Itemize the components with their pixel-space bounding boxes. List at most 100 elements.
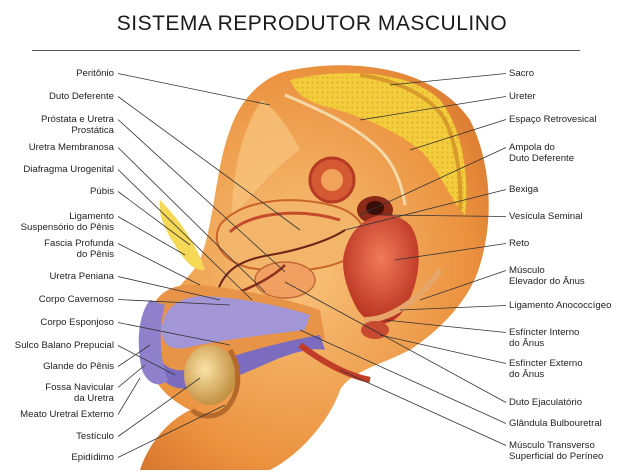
label-corpo-cavernoso-line: Corpo Cavernoso xyxy=(38,294,114,305)
perineal-muscle xyxy=(298,342,371,383)
label-pubis-line: Púbis xyxy=(90,186,114,197)
label-musculo-transverso-line: Músculo Transverso xyxy=(509,440,595,451)
label-fascia-profunda-line: Fascia Profunda xyxy=(44,238,114,249)
leader-corpo-cavernoso xyxy=(117,299,231,306)
label-fossa-navicular-line: da Uretra xyxy=(74,393,114,404)
leader-uretra-membranosa xyxy=(117,147,266,293)
leader-esfincter-externo xyxy=(379,334,507,364)
corpus-cavernosum xyxy=(162,296,310,349)
leader-uretra-peniana xyxy=(117,276,221,301)
label-musculo-elevador-line: Músculo xyxy=(509,265,545,276)
label-vesicula-seminal-line: Vesícula Seminal xyxy=(509,211,583,222)
sacrum-bone xyxy=(290,73,467,215)
leader-esfincter-interno xyxy=(384,319,507,333)
title-divider xyxy=(32,50,580,51)
label-esfincter-interno-line: Esfíncter Interno xyxy=(509,327,580,338)
leader-ampola xyxy=(359,147,507,216)
sacrum-cortex xyxy=(359,73,463,211)
label-ureter: Ureter xyxy=(509,91,536,102)
label-testiculo-line: Testículo xyxy=(76,431,114,442)
leader-peritonio xyxy=(117,73,271,106)
label-sacro-line: Sacro xyxy=(509,68,535,79)
leader-diafragma-urogenital xyxy=(117,169,253,301)
label-ligamento-suspensorio-line: Ligamento xyxy=(69,211,114,222)
testis xyxy=(184,345,236,405)
leader-espaco-retrovesical xyxy=(409,119,507,151)
label-glande: Glande do Pênis xyxy=(43,361,114,372)
label-esfincter-externo-line: Esfíncter Externo xyxy=(509,358,583,369)
leader-glande xyxy=(117,344,151,367)
label-musculo-elevador-line: Elevador do Ânus xyxy=(509,276,585,287)
label-uretra-peniana: Uretra Peniana xyxy=(49,271,114,282)
leader-glandula-bulbouretral xyxy=(299,329,507,424)
label-prostata-line: Próstata e Uretra xyxy=(40,114,114,125)
leader-musculo-elevador xyxy=(419,270,507,301)
leader-epididimo xyxy=(117,404,226,458)
label-esfincter-externo-line: do Ânus xyxy=(509,369,545,380)
label-epididimo: Epidídimo xyxy=(71,452,114,463)
page-title: SISTEMA REPRODUTOR MASCULINO xyxy=(116,12,508,35)
prostate xyxy=(254,261,316,299)
label-corpo-esponjoso-line: Corpo Esponjoso xyxy=(40,317,114,328)
leader-duto-ejaculatorio xyxy=(284,281,507,403)
label-espaco-retrovesical-line: Espaço Retrovesical xyxy=(509,114,597,125)
label-reto: Reto xyxy=(509,238,529,249)
leader-bexiga xyxy=(344,189,507,231)
label-diafragma-urogenital-line: Diafragma Urogenital xyxy=(23,164,114,175)
leader-prostata xyxy=(117,119,286,273)
label-meato-uretral: Meato Uretral Externo xyxy=(20,409,114,420)
leader-testiculo xyxy=(117,377,201,437)
leader-corpo-esponjoso xyxy=(117,322,231,346)
label-duto-ejaculatorio-line: Duto Ejaculatório xyxy=(509,397,583,408)
leader-fossa-navicular xyxy=(117,364,146,388)
peritoneum-line xyxy=(284,93,407,206)
leader-lines xyxy=(117,73,507,458)
glans xyxy=(138,300,168,385)
label-uretra-membranosa: Uretra Membranosa xyxy=(29,142,114,153)
label-esfincter-interno-line: do Ânus xyxy=(509,338,545,349)
label-bexiga: Bexiga xyxy=(509,184,538,195)
label-peritonio-line: Peritônio xyxy=(76,68,114,79)
label-ligamento-anococcigeo-line: Ligamento Anococcígeo xyxy=(509,300,612,311)
label-fascia-profunda-line: do Pênis xyxy=(76,249,114,260)
label-ligamento-anococcigeo: Ligamento Anococcígeo xyxy=(509,300,611,311)
label-duto-deferente-line: Duto Deferente xyxy=(48,91,114,102)
leader-sulco-balano xyxy=(117,345,176,376)
label-sacro: Sacro xyxy=(509,68,534,79)
leader-ligamento-suspensorio xyxy=(117,216,186,256)
label-corpo-esponjoso: Corpo Esponjoso xyxy=(40,317,114,328)
leader-vesicula-seminal xyxy=(379,214,507,217)
label-epididimo-line: Epidídimo xyxy=(71,452,114,463)
label-peritonio: Peritônio xyxy=(76,68,114,79)
label-reto-line: Reto xyxy=(509,238,530,249)
label-uretra-peniana-line: Uretra Peniana xyxy=(49,271,114,282)
label-corpo-cavernoso: Corpo Cavernoso xyxy=(39,294,114,305)
bladder-wall xyxy=(228,211,341,234)
label-duto-deferente: Duto Deferente xyxy=(49,91,114,102)
label-testiculo: Testículo xyxy=(76,431,114,442)
label-ampola-line: Ampola do xyxy=(509,142,555,153)
leader-meato-uretral xyxy=(117,377,141,415)
leader-pubis xyxy=(117,191,191,246)
leader-musculo-transverso xyxy=(339,369,507,446)
levator-ani xyxy=(364,268,443,323)
bladder xyxy=(215,199,366,272)
leader-reto xyxy=(394,243,507,261)
label-duto-ejaculatorio: Duto Ejaculatório xyxy=(509,397,582,408)
label-bexiga-line: Bexiga xyxy=(509,184,539,195)
leader-fascia-profunda xyxy=(117,243,201,286)
label-diafragma-urogenital: Diafragma Urogenital xyxy=(23,164,114,175)
abdominal-wall xyxy=(232,100,300,215)
label-musculo-transverso-line: Superficial do Períneo xyxy=(509,451,604,462)
leader-duto-deferente xyxy=(117,96,301,231)
label-fossa-navicular-line: Fossa Navicular xyxy=(45,382,114,393)
sigmoid-lumen xyxy=(321,169,343,191)
leader-ligamento-anococcigeo xyxy=(399,305,507,311)
